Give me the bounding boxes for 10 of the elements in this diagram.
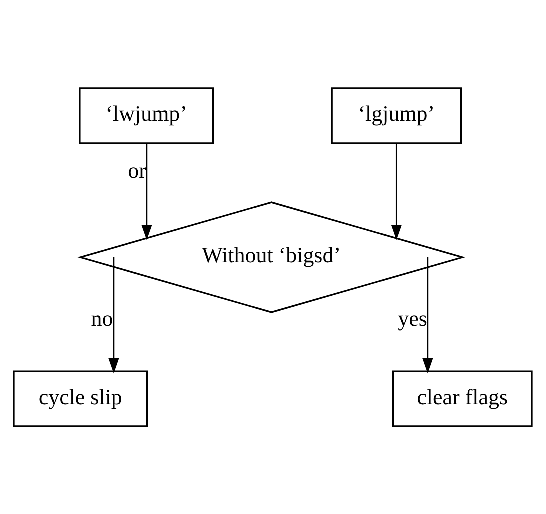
arrow [108, 257, 120, 374]
node-box: ‘lgjump’ [331, 87, 462, 144]
node-box: cycle slip [13, 370, 148, 427]
arrow [142, 143, 152, 240]
node-box: ‘lwjump’ [79, 87, 214, 144]
arrow [422, 257, 434, 374]
node-diamond: Without ‘bigsd’ [78, 201, 466, 313]
node-box: clear flags [392, 370, 533, 427]
arrow [391, 143, 402, 240]
edge-label: or [128, 157, 146, 182]
